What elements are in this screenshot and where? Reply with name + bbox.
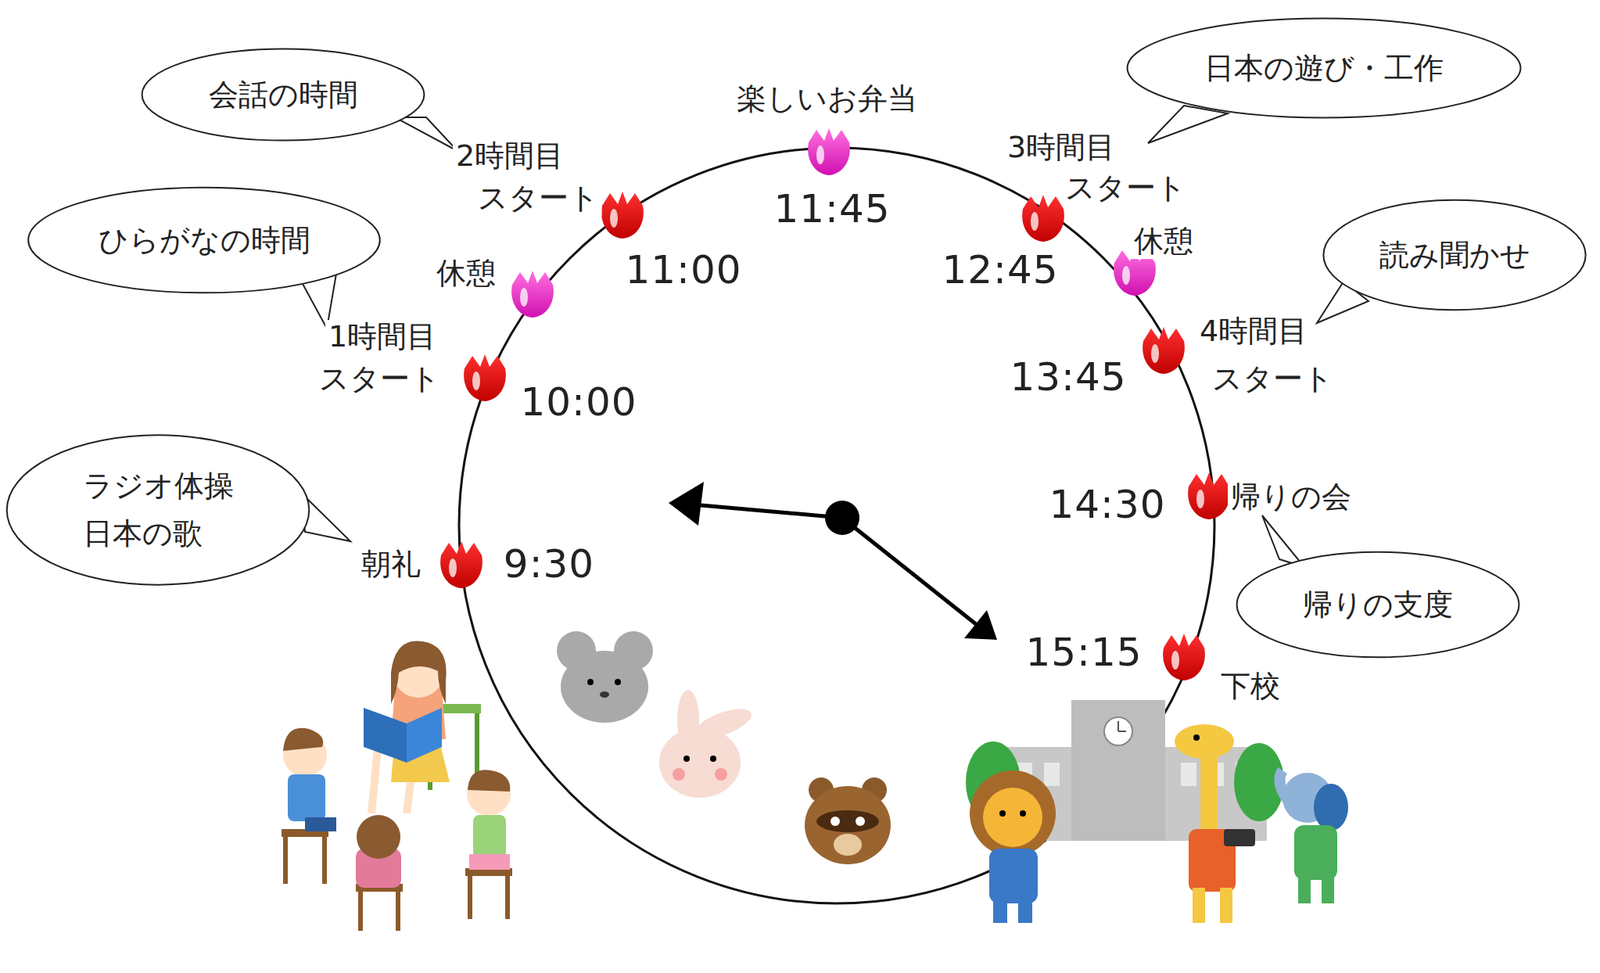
- time-label: 13:45: [1006, 355, 1130, 401]
- bubble-text: 会話の時間: [208, 71, 359, 119]
- event-label: スタート: [474, 181, 603, 216]
- event-label: 2時間目: [452, 139, 567, 174]
- event-label: スタート: [1061, 171, 1190, 206]
- speech-bubble: 会話の時間: [139, 47, 427, 142]
- bubble-text: 読み聞かせ: [1379, 231, 1531, 280]
- bubble-text: 日本の遊び・工作: [1204, 44, 1444, 93]
- teacher-and-children: [281, 641, 513, 932]
- time-label: 11:45: [770, 186, 894, 233]
- event-label: 楽しいお弁当: [733, 82, 921, 117]
- clock-hands: [668, 481, 998, 640]
- animal-faces: [556, 631, 891, 865]
- time-label: 11:00: [621, 247, 745, 294]
- time-label: 10:00: [516, 380, 640, 426]
- event-label: 1時間目: [325, 319, 440, 355]
- event-label: 下校: [1217, 669, 1284, 704]
- time-label: 15:15: [1022, 630, 1145, 676]
- event-label: 休憩: [433, 256, 499, 291]
- event-label: 朝礼: [358, 547, 424, 582]
- event-label: 4時間目: [1196, 314, 1311, 349]
- school-and-animals: [965, 699, 1349, 923]
- schedule-ring: [459, 147, 1215, 904]
- time-label: 9:30: [500, 541, 598, 588]
- event-label: 3時間目: [1004, 130, 1119, 166]
- tulip-markers: [440, 128, 1231, 681]
- bubble-text: ひらがなの時間: [98, 216, 311, 265]
- speech-bubble: 読み聞かせ: [1321, 198, 1588, 312]
- bubble-outline: [4, 433, 312, 587]
- bubble-text: ラジオ体操: [82, 462, 234, 510]
- bubble-text: 日本の歌: [82, 509, 203, 558]
- time-label: 14:30: [1045, 482, 1169, 528]
- event-label: スタート: [1208, 362, 1337, 397]
- bubble-tails: [297, 105, 1369, 567]
- speech-bubble: ひらがなの時間: [25, 186, 383, 295]
- speech-bubble: 日本の遊び・工作: [1124, 17, 1524, 119]
- bubble-text: 帰りの支度: [1302, 581, 1453, 629]
- speech-bubble: ラジオ体操日本の歌: [4, 433, 312, 587]
- event-label: スタート: [315, 362, 444, 397]
- event-label: 休憩: [1130, 224, 1197, 259]
- time-label: 12:45: [938, 247, 1062, 294]
- speech-bubble: 帰りの支度: [1234, 550, 1522, 659]
- event-label: 帰りの会: [1227, 480, 1355, 515]
